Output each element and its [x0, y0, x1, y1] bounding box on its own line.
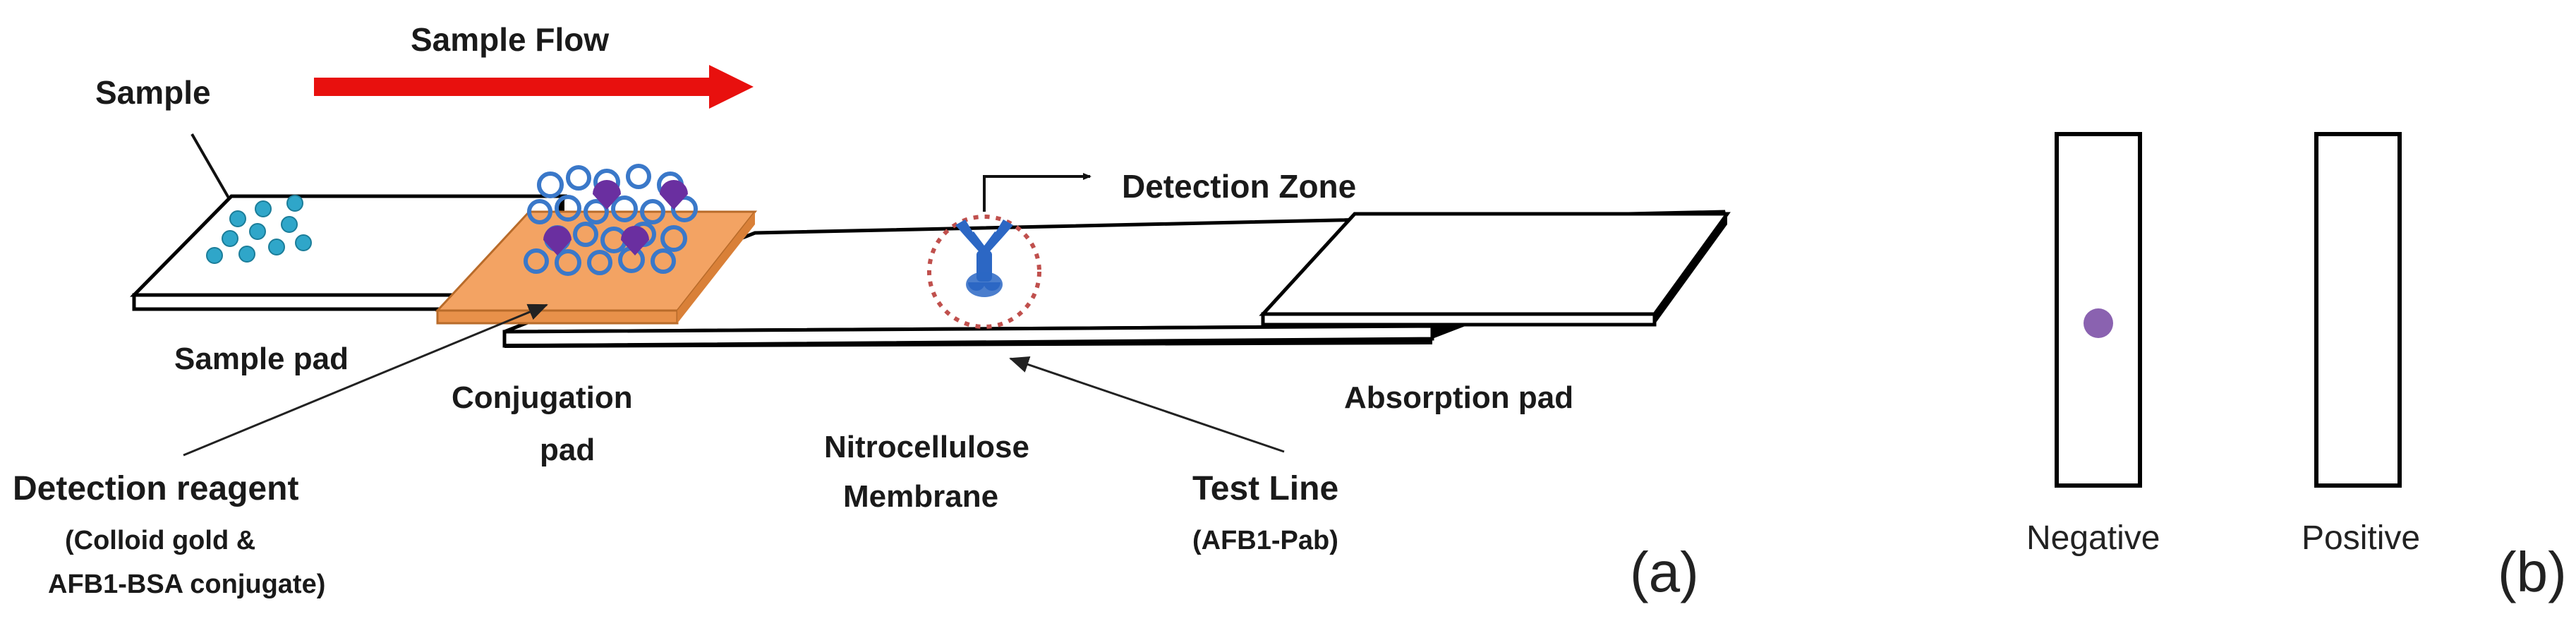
- sample-pad-label: Sample pad: [174, 342, 349, 376]
- sample-particles: [206, 195, 312, 264]
- test-line-sub-label: (AFB1-Pab): [1192, 526, 1338, 555]
- sample-pointer-line: [191, 133, 231, 200]
- panel-a: Sample Flow Sample: [13, 21, 1731, 603]
- positive-label: Positive: [2302, 519, 2420, 557]
- conjugation-pad-label-2: pad: [540, 433, 595, 467]
- detection-zone-label: Detection Zone: [1122, 168, 1356, 205]
- nitrocellulose-label-2: Membrane: [843, 479, 998, 514]
- nitrocellulose-label-1: Nitrocellulose: [824, 430, 1029, 464]
- panel-b: Negative Positive (b): [2026, 132, 2567, 603]
- panel-b-label: (b): [2498, 541, 2567, 603]
- panel-a-label: (a): [1630, 541, 1699, 603]
- sample-flow-label: Sample Flow: [411, 21, 609, 58]
- negative-label: Negative: [2026, 519, 2160, 557]
- detection-zone-pointer: [983, 173, 1092, 212]
- conjugation-pad: [435, 210, 758, 325]
- antibody-icon: [955, 219, 1013, 297]
- conjugation-pad-label-1: Conjugation: [452, 380, 633, 415]
- absorption-pad-label: Absorption pad: [1344, 380, 1573, 415]
- detection-reagent-sub-2: AFB1-BSA conjugate): [48, 570, 325, 599]
- test-line-detection-zone: [927, 215, 1041, 329]
- detection-reagent-sub-1: (Colloid gold &: [65, 526, 255, 555]
- detection-reagent-label: Detection reagent: [13, 470, 298, 507]
- test-line-pointer: [1009, 356, 1285, 453]
- sample-flow-arrow: [314, 65, 754, 109]
- positive-strip: [2314, 132, 2402, 488]
- detection-reagent-particles: [524, 164, 698, 276]
- absorption-pad: [1259, 212, 1731, 327]
- negative-test-dot: [2084, 308, 2113, 338]
- test-line-label: Test Line: [1192, 470, 1338, 507]
- sample-label: Sample: [95, 74, 211, 111]
- detection-reagent-pointer: [183, 303, 548, 457]
